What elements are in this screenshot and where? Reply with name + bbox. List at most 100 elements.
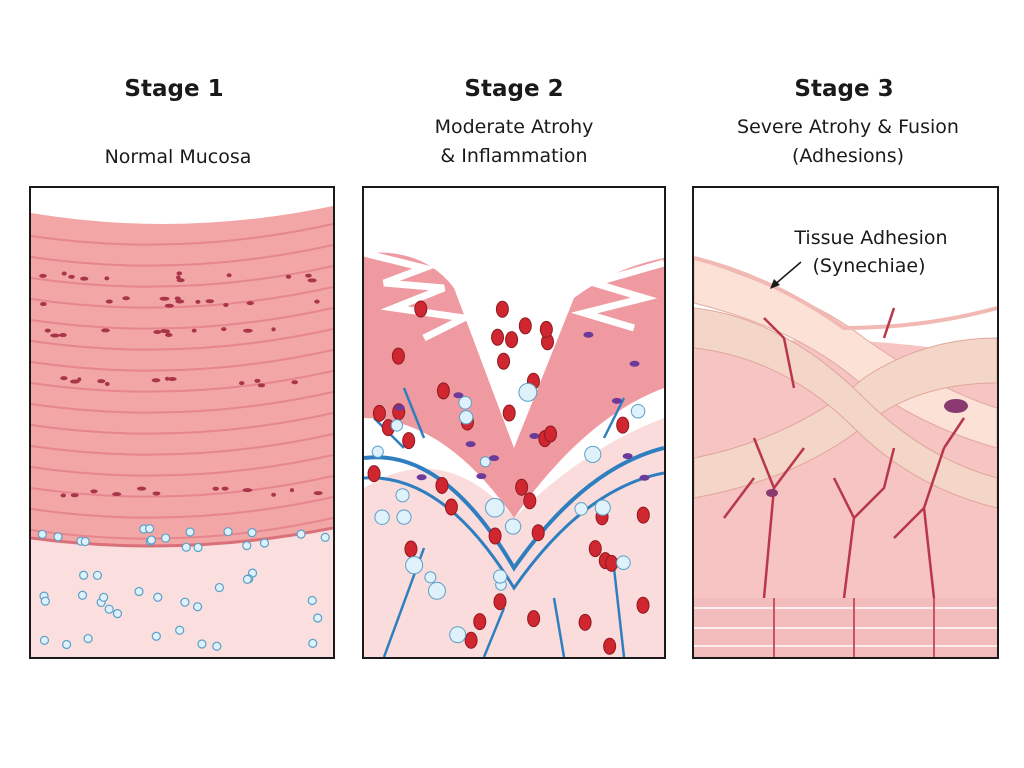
- cell-bubble: [307, 595, 317, 606]
- gland-dot: [104, 276, 110, 281]
- gland-dot: [40, 302, 47, 307]
- mucosa-layer-line: [31, 412, 333, 435]
- stage-1-subtitle: Normal Mucosa: [104, 146, 252, 168]
- red-blood-cell: [518, 317, 532, 335]
- red-blood-cell: [636, 506, 650, 524]
- gland-dot: [68, 274, 75, 279]
- mucosa-layer-line: [31, 370, 333, 393]
- cell-bubble: [144, 524, 155, 534]
- cell-bubble: [92, 570, 103, 580]
- gland-dot: [176, 271, 183, 276]
- cell-bubble: [161, 533, 171, 543]
- inflammatory-cell: [518, 382, 538, 402]
- cell-bubble: [146, 535, 157, 545]
- gland-dot: [80, 276, 89, 281]
- mucosa-layer-line: [31, 223, 333, 246]
- purple-cell: [529, 433, 540, 440]
- mucosa-layer-line: [31, 433, 333, 456]
- cell-bubble: [40, 596, 50, 606]
- gland-dot: [254, 378, 261, 383]
- gland-dot: [164, 303, 175, 308]
- purple-cell: [639, 474, 650, 481]
- purple-cell: [622, 453, 633, 460]
- red-blood-cell: [391, 347, 405, 365]
- red-blood-cell: [588, 540, 602, 558]
- red-blood-cell: [515, 478, 529, 496]
- cell-bubble: [242, 541, 252, 551]
- purple-cell: [453, 392, 464, 399]
- mucosa-layer-line: [31, 475, 333, 498]
- mucosa-layer-line: [31, 328, 333, 351]
- red-blood-cell: [491, 328, 505, 346]
- red-blood-cell: [605, 554, 619, 572]
- red-blood-cell: [505, 331, 519, 349]
- red-blood-cell: [497, 352, 511, 370]
- cell-bubble: [193, 542, 203, 553]
- annotation-label-line-2: (Synechiae): [812, 255, 926, 277]
- red-blood-cell: [414, 300, 428, 318]
- mucosa-layer-line: [31, 454, 333, 477]
- gland-dot: [191, 328, 197, 333]
- gland-dot: [39, 273, 47, 278]
- mucosa-layer-line: [31, 265, 333, 288]
- gland-dot: [152, 491, 161, 496]
- stage-2-subtitle-line-1: Moderate Atrohy: [434, 116, 594, 138]
- gland-dot: [242, 488, 253, 493]
- cell-bubble: [153, 592, 163, 602]
- stage-1-title: Stage 1: [124, 76, 224, 102]
- gland-dot: [167, 377, 177, 382]
- red-blood-cell: [435, 476, 449, 494]
- inflammatory-cell: [390, 419, 404, 432]
- gland-dot: [70, 493, 79, 498]
- gland-dot: [285, 274, 292, 279]
- gland-dot: [176, 278, 185, 283]
- cell-bubble: [192, 602, 203, 612]
- gland-dot: [313, 491, 323, 496]
- purple-cell: [476, 473, 487, 480]
- gland-dot: [153, 329, 162, 334]
- gland-dot: [60, 493, 67, 498]
- gland-dot: [164, 332, 173, 337]
- gland-dot: [160, 329, 168, 334]
- stage-1-illustration: [29, 186, 335, 659]
- mucosa-layer-line: [31, 244, 333, 267]
- cell-bubble: [99, 592, 109, 602]
- gland-dot: [271, 327, 276, 332]
- gland-dot: [195, 299, 201, 304]
- cell-bubble: [77, 590, 88, 600]
- cell-bubble: [39, 635, 50, 645]
- gland-dot: [257, 383, 266, 388]
- gland-dot: [122, 296, 130, 301]
- gland-dot: [77, 377, 82, 382]
- cell-bubble: [259, 538, 270, 548]
- gland-dot: [291, 380, 298, 385]
- cell-bubble: [214, 582, 224, 593]
- inflammatory-cell: [427, 581, 446, 600]
- cell-bubble: [37, 529, 47, 539]
- purple-cell: [394, 404, 405, 411]
- stage-2-illustration: [362, 186, 666, 659]
- inflammatory-cell: [484, 497, 505, 518]
- red-blood-cell: [493, 593, 507, 611]
- inflammatory-cell: [395, 488, 410, 503]
- inflammatory-cell: [479, 456, 491, 468]
- gland-dot: [289, 488, 295, 493]
- inflammatory-cell: [630, 403, 646, 419]
- gland-dot: [136, 486, 147, 491]
- cell-bubble: [80, 536, 90, 547]
- mucosa-layer-line: [31, 349, 333, 372]
- red-blood-cell: [544, 425, 558, 443]
- cell-bubble: [180, 597, 190, 607]
- gland-dot: [50, 333, 60, 338]
- gland-dot: [101, 328, 110, 333]
- cell-bubble: [296, 529, 306, 539]
- stage-3-subtitle-line-2: (Adhesions): [791, 145, 905, 167]
- gland-dot: [226, 273, 232, 278]
- gland-dot: [112, 492, 122, 497]
- gland-dot: [164, 376, 170, 381]
- stage-3-subtitle-line-1: Severe Atrohy & Fusion: [737, 116, 959, 138]
- cell-bubble: [313, 613, 323, 623]
- gland-dot: [307, 278, 317, 283]
- gland-dot: [151, 378, 161, 383]
- stage-3-illustration: [692, 186, 999, 659]
